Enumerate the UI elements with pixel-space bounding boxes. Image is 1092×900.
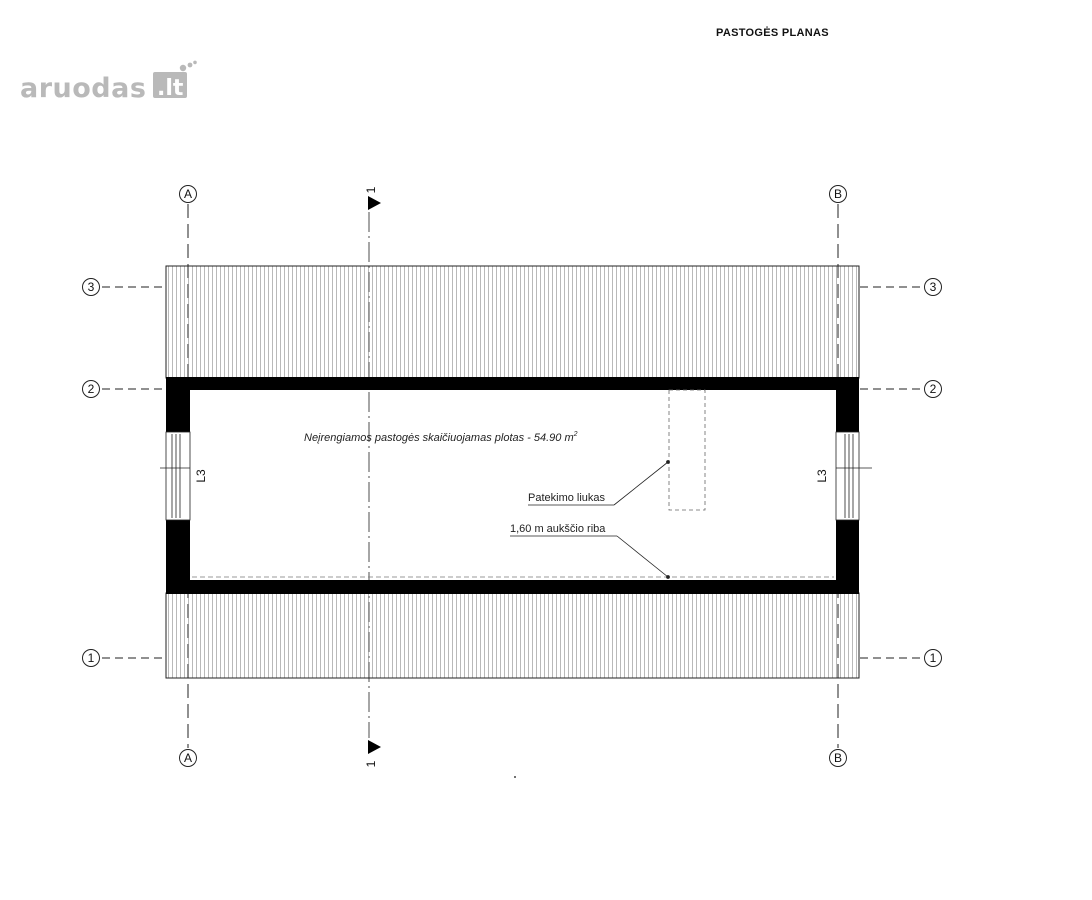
wall-top — [166, 377, 859, 390]
axis-label-2-right: 2 — [930, 382, 937, 396]
axis-bubble-2-left — [82, 380, 100, 398]
area-note: Neįrengiamos pastogės skaičiuojamas plot… — [304, 431, 578, 444]
window-label-left: L3 — [194, 469, 208, 483]
axis-label-b-top: B — [834, 187, 842, 201]
window-label-right: L3 — [815, 469, 829, 483]
wall-right-upper — [836, 377, 859, 432]
logo-tld: .lt — [157, 76, 184, 101]
drawing-dot — [514, 776, 516, 778]
section-marker-bottom: 1 — [364, 740, 381, 767]
wall-left-lower — [166, 520, 190, 594]
wall-right-lower — [836, 520, 859, 594]
axis-label-3-right: 3 — [930, 280, 937, 294]
section-marker-top: 1 — [364, 186, 381, 210]
axis-bubble-3-right — [924, 278, 942, 296]
access-hatch-outline — [668, 389, 706, 511]
axis-bubble-a-top — [179, 185, 197, 203]
axis-label-a-bottom: A — [184, 751, 192, 765]
axis-bubbles — [82, 185, 942, 767]
aruodas-logo: aruodas .lt — [20, 60, 197, 104]
axis-label-3-left: 3 — [88, 280, 95, 294]
access-hatch-label: Patekimo liukas — [528, 492, 606, 504]
axis-bubble-3-left — [82, 278, 100, 296]
window-left — [160, 431, 191, 521]
leader-lines — [510, 460, 670, 579]
wall-bottom — [166, 580, 859, 594]
axis-bubble-1-left — [82, 649, 100, 667]
axis-label-b-bottom: B — [834, 751, 842, 765]
logo-tld-badge — [153, 72, 187, 98]
wall-left-upper — [166, 377, 190, 432]
axis-bubble-1-right — [924, 649, 942, 667]
logo-wordmark: aruodas — [20, 73, 146, 104]
axis-label-a-top: A — [184, 187, 192, 201]
axis-bubble-b-bottom — [829, 749, 847, 767]
axis-label-1-right: 1 — [930, 651, 937, 665]
section-arrow-top-icon — [368, 196, 381, 210]
axis-bubble-2-right — [924, 380, 942, 398]
logo-bubbles-icon — [179, 60, 197, 72]
axis-label-1-left: 1 — [88, 651, 95, 665]
svg-text:1: 1 — [364, 186, 378, 193]
roof-slope-bottom — [165, 592, 860, 679]
attic-walls — [166, 377, 859, 594]
section-arrow-bottom-icon — [368, 740, 381, 754]
axis-bubble-b-top — [829, 185, 847, 203]
height-limit-label: 1,60 m aukščio riba — [510, 523, 606, 535]
axis-label-2-left: 2 — [88, 382, 95, 396]
page-title: PASTOGĖS PLANAS — [716, 27, 829, 39]
roof-slope-top — [165, 265, 860, 379]
axis-bubble-a-bottom — [179, 749, 197, 767]
window-right — [835, 431, 872, 521]
svg-text:1: 1 — [364, 760, 378, 767]
